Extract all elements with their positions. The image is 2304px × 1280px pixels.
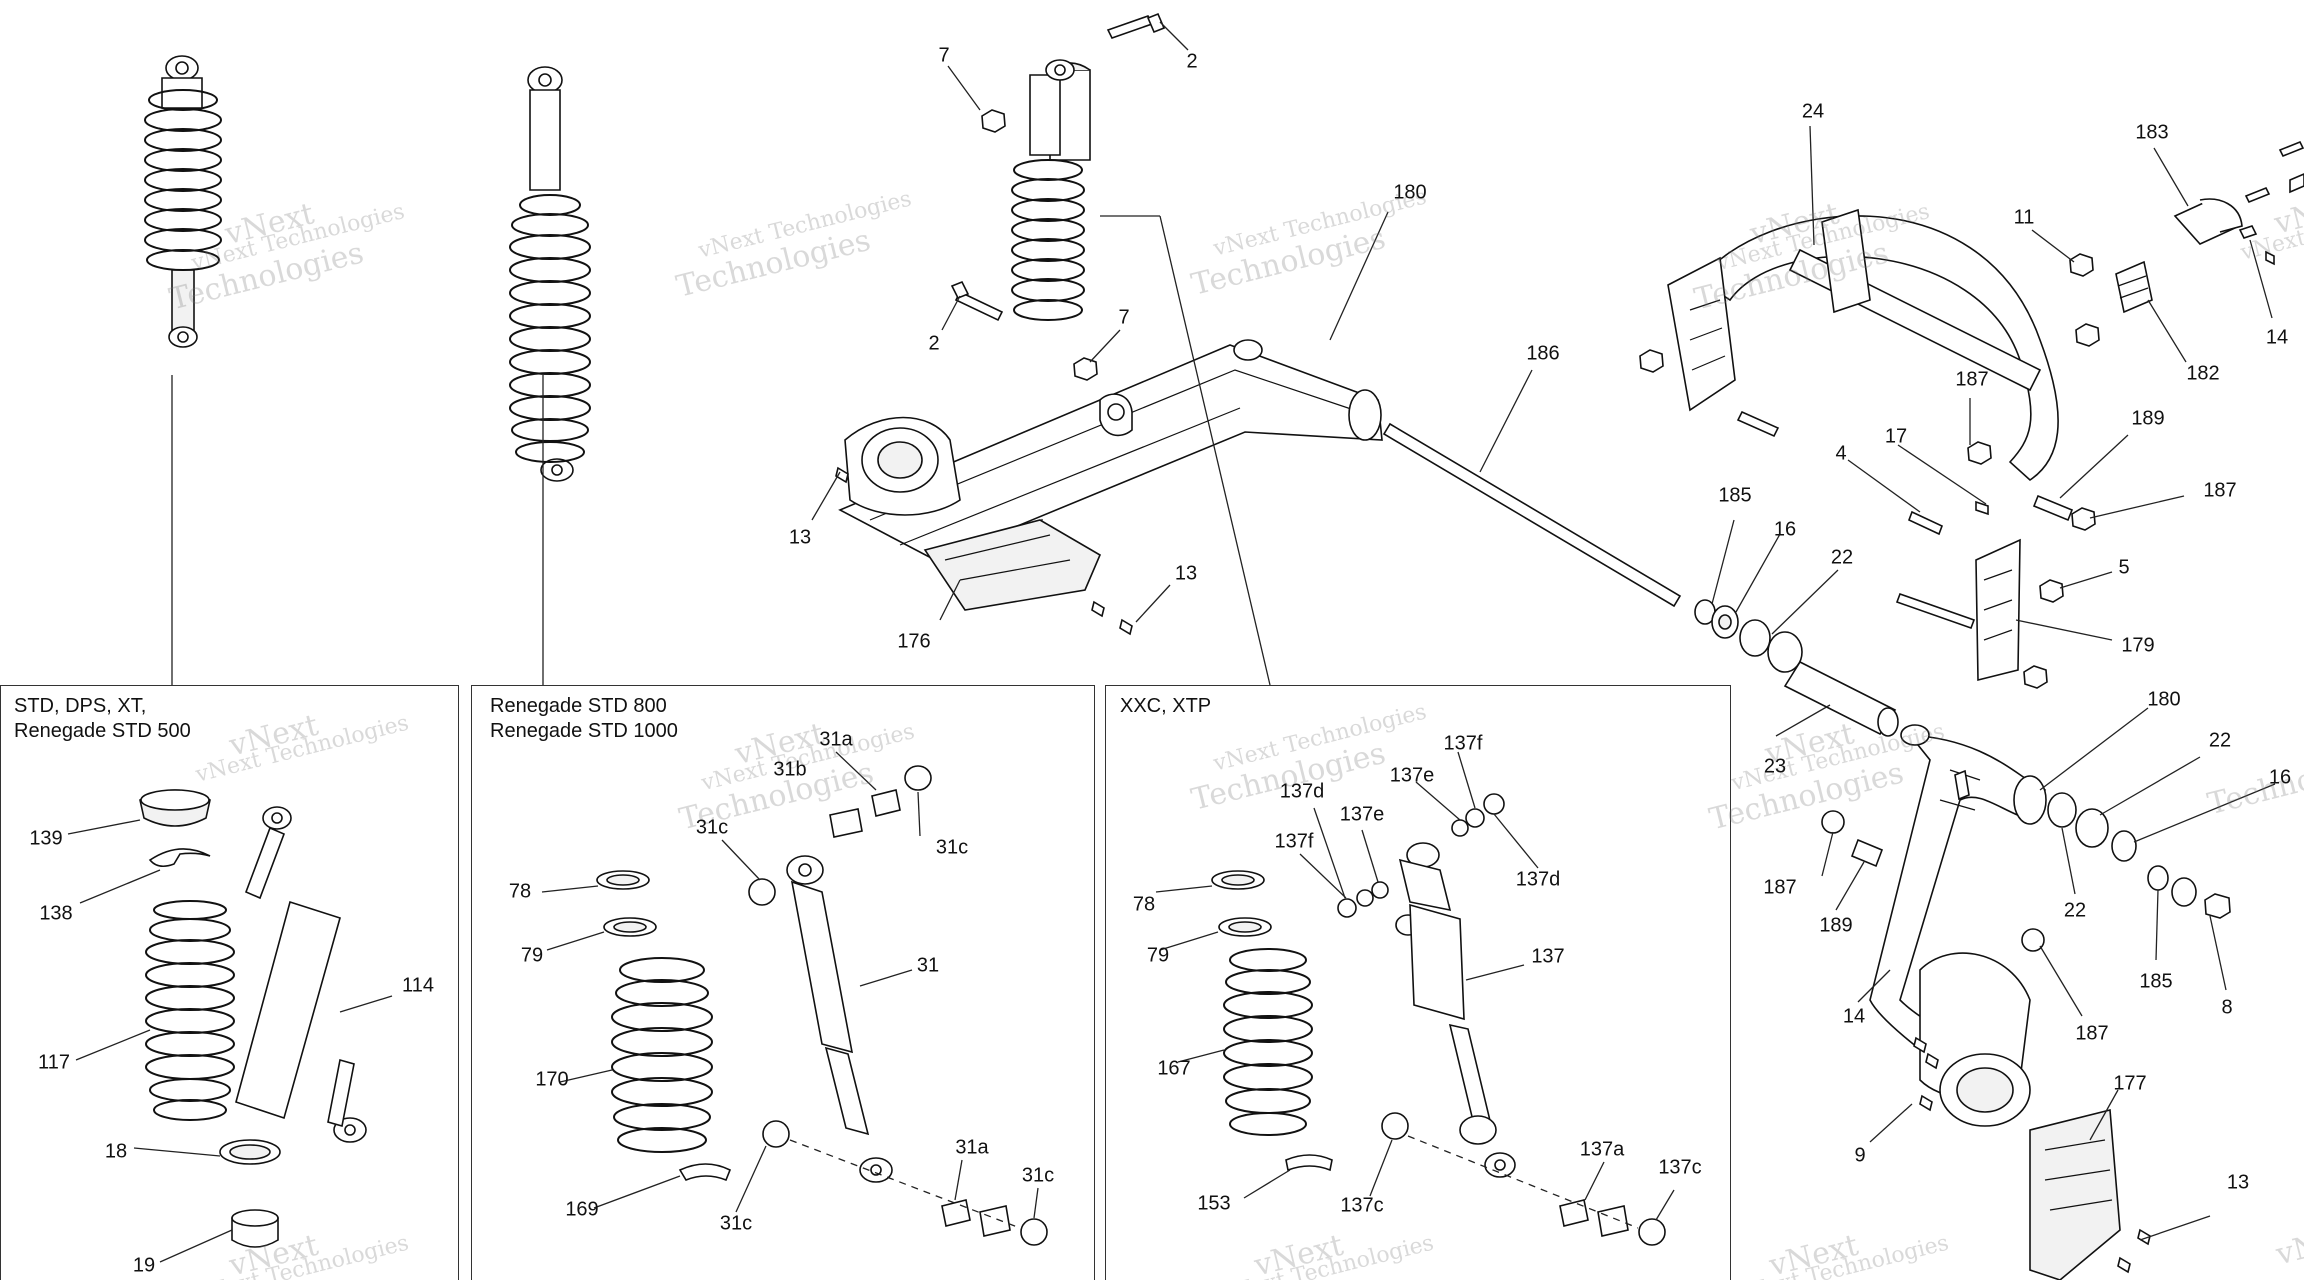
callout-label: 22 — [2208, 729, 2232, 752]
callout-label: 17 — [1884, 425, 1908, 448]
callout-label: 7 — [938, 44, 950, 67]
callout-label: 9 — [1854, 1144, 1866, 1167]
sway-bar — [1639, 208, 2096, 536]
callout-label: 186 — [1526, 342, 1560, 365]
panel-renegade-title-line-1: Renegade STD 800 — [490, 695, 667, 717]
callout-label: 137 — [1531, 945, 1565, 968]
callout-label: 78 — [508, 880, 532, 903]
callout-label: 16 — [2268, 766, 2292, 789]
front-shock-with-reservoir — [950, 12, 1166, 561]
callout-label: 31c — [1021, 1164, 1055, 1187]
bracket-179 — [1895, 538, 2064, 689]
shock-absorber-renegade-assembled — [509, 66, 591, 482]
panel-renegade-title-line-2: Renegade STD 1000 — [490, 720, 678, 742]
callout-label: 24 — [1801, 100, 1825, 123]
panel-xxc-title: XXC, XTP — [1120, 694, 1211, 719]
a-arm-right — [1821, 724, 2231, 1280]
panel-std-title-line-2: Renegade STD 500 — [14, 720, 191, 742]
callout-label: 183 — [2135, 121, 2169, 144]
callout-label: 137c — [1340, 1194, 1384, 1217]
callout-label: 189 — [1819, 914, 1853, 937]
renegade-kit-parts — [596, 765, 1048, 1246]
callout-label: 182 — [2186, 362, 2220, 385]
callout-label: 137e — [1339, 803, 1385, 826]
callout-label: 11 — [2013, 206, 2035, 229]
callout-label: 180 — [2147, 688, 2181, 711]
callout-label: 79 — [520, 944, 544, 967]
shaft-186 — [1382, 422, 1682, 608]
callout-label: 137a — [1579, 1138, 1625, 1161]
callout-label: 177 — [2113, 1072, 2147, 1095]
panel-std — [0, 685, 459, 1280]
callout-label: 139 — [29, 827, 63, 850]
callout-label: 22 — [2063, 899, 2087, 922]
callout-label: 185 — [1718, 484, 1752, 507]
callout-label: 8 — [2221, 996, 2233, 1019]
panel-xxc — [1105, 685, 1731, 1280]
callout-label: 23 — [1763, 755, 1787, 778]
a-arm-left — [835, 339, 1383, 636]
callout-label: 187 — [2075, 1022, 2109, 1045]
panel-renegade-title: Renegade STD 800 Renegade STD 1000 — [490, 694, 678, 744]
callout-label: 117 — [38, 1051, 70, 1074]
callout-label: 179 — [2121, 634, 2155, 657]
callout-label: 31c — [719, 1212, 753, 1235]
leader-lines — [67, 21, 2276, 1263]
callout-label: 176 — [897, 630, 931, 653]
callout-label: 31c — [935, 836, 969, 859]
callout-label: 137c — [1658, 1156, 1702, 1179]
callout-label: 14 — [2265, 326, 2289, 349]
callout-label: 114 — [402, 974, 434, 997]
panel-std-title: STD, DPS, XT, Renegade STD 500 — [14, 694, 191, 744]
xxc-kit-parts — [1211, 793, 1666, 1246]
callout-label: 137f — [1443, 732, 1483, 755]
callout-label: 189 — [2131, 407, 2165, 430]
callout-label: 137e — [1389, 764, 1435, 787]
callout-label: 14 — [1842, 1005, 1866, 1028]
callout-label: 187 — [1955, 368, 1989, 391]
callout-label: 137d — [1515, 868, 1561, 891]
callout-label: 19 — [132, 1254, 156, 1277]
callout-label: 18 — [104, 1140, 128, 1163]
callout-label: 153 — [1197, 1192, 1231, 1215]
callout-label: 4 — [1835, 442, 1847, 465]
callout-label: 137d — [1279, 780, 1325, 803]
callout-label: 169 — [565, 1198, 599, 1221]
callout-label: 79 — [1146, 944, 1170, 967]
callout-label: 170 — [535, 1068, 569, 1091]
callout-label: 31 — [916, 954, 940, 977]
callout-label: 13 — [2226, 1171, 2250, 1194]
callout-label: 31a — [955, 1136, 989, 1159]
panel-std-title-line-1: STD, DPS, XT, — [14, 695, 147, 717]
callout-label: 187 — [2203, 479, 2237, 502]
std-kit-parts — [139, 789, 367, 1248]
callout-label: 13 — [1174, 562, 1198, 585]
shaft-bearings — [1694, 599, 1899, 737]
callout-label: 31b — [773, 758, 807, 781]
callout-label: 138 — [39, 902, 73, 925]
callout-label: 31c — [695, 816, 729, 839]
shock-absorber-std-assembled — [144, 55, 222, 348]
callout-label: 180 — [1393, 181, 1427, 204]
callout-label: 167 — [1157, 1057, 1191, 1080]
callout-label: 187 — [1763, 876, 1797, 899]
callout-label: 137f — [1274, 830, 1314, 853]
callout-label: 5 — [2118, 556, 2130, 579]
callout-label: 22 — [1830, 546, 1854, 569]
callout-label: 31a — [819, 728, 853, 751]
panel-renegade — [471, 685, 1095, 1280]
callout-label: 13 — [788, 526, 812, 549]
panel-xxc-title-line-1: XXC, XTP — [1120, 695, 1212, 717]
callout-label: 2 — [1186, 50, 1198, 73]
callout-label: 78 — [1132, 893, 1156, 916]
callout-label: 16 — [1773, 518, 1797, 541]
callout-label: 185 — [2139, 970, 2173, 993]
callout-label: 7 — [1118, 306, 1130, 329]
bracket-183-182 — [2069, 140, 2304, 347]
callout-label: 2 — [928, 332, 940, 355]
